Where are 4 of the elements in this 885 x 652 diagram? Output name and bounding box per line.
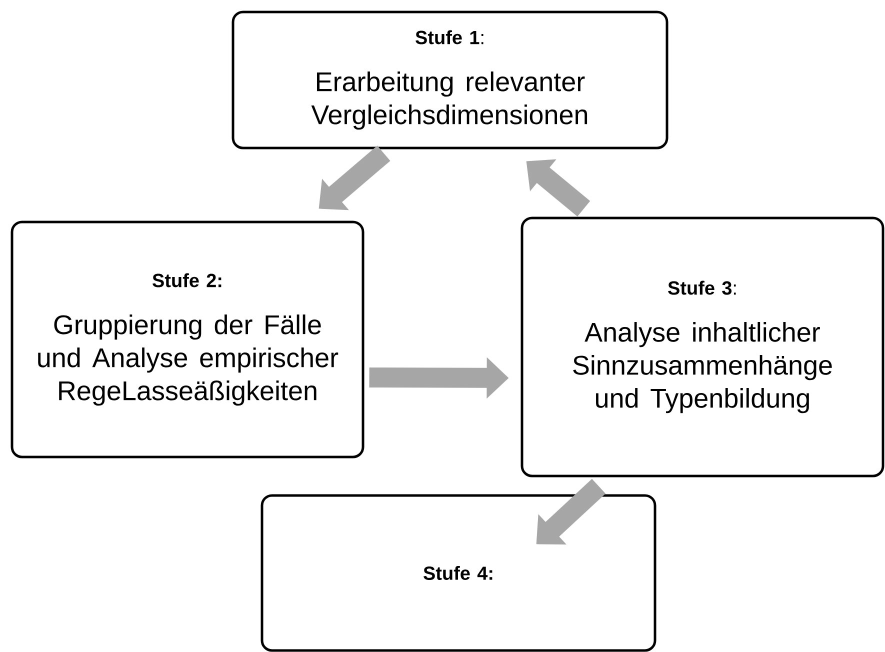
stage-box: Stufe 3: Analyse inhaltlicher Sinnzusammenhänge und Typenbildung	[520, 216, 884, 478]
stage-box: Stufe 1: Erarbeitung relevanter Vergleichsdimensionen	[232, 10, 668, 150]
stage-box: Stufe 2: Gruppierung der Fälle und Analyse empirischer RegeLasseäßigkeiten	[10, 220, 364, 458]
stage-box: Stufe 4:	[260, 494, 656, 652]
